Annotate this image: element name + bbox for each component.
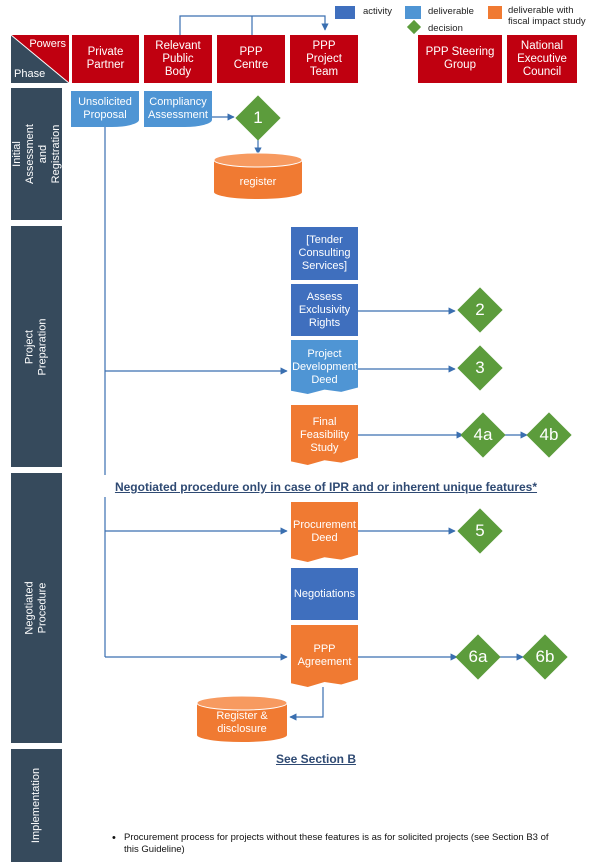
- register-disclosure-label: Register & disclosure: [216, 710, 268, 735]
- phase-negotiated-procedure-label: Negotiated Procedure: [23, 581, 49, 635]
- decision-3-label: 3: [475, 358, 485, 377]
- footnote-text: Procurement process for projects without…: [124, 832, 549, 855]
- see-section-b-note: See Section B: [275, 752, 357, 766]
- actor-ppp-steering-group: PPP Steering Group: [418, 35, 502, 83]
- corner-powers-label: Powers: [29, 38, 66, 50]
- actor-national-executive-council: National Executive Council: [507, 35, 577, 83]
- legend-activity-swatch: [335, 6, 355, 19]
- register-disclosure-database: [196, 695, 288, 742]
- decision-6a-label: 6a: [468, 647, 488, 666]
- phase-project-preparation-label: Project Preparation: [23, 318, 49, 375]
- footnote-bullet: •: [112, 832, 116, 844]
- unsolicited-proposal-deliverable: Unsolicited Proposal: [71, 91, 139, 127]
- actor-ppp-centre: PPP Centre: [217, 35, 285, 83]
- phase-implementation-label: Implementation: [30, 767, 42, 844]
- phase-project-preparation: Project Preparation: [11, 226, 62, 467]
- actor-relevant-public-body: Relevant Public Body: [144, 35, 212, 83]
- corner-diagonal: [11, 35, 69, 83]
- register-database: [213, 152, 303, 199]
- assess-exclusivity-rights-activity: Assess Exclusivity Rights: [291, 284, 358, 336]
- phase-negotiated-procedure: Negotiated Procedure: [11, 473, 62, 743]
- legend-fiscal-swatch: [488, 6, 502, 19]
- tender-consulting-services-activity: [Tender Consulting Services]: [291, 227, 358, 280]
- powers-phase-corner: Powers Phase: [11, 35, 69, 83]
- legend-deliverable-swatch: [405, 6, 421, 19]
- legend-fiscal-label: deliverable with fiscal impact study: [508, 5, 586, 27]
- project-development-deed-deliverable: Project Development Deed: [291, 340, 358, 394]
- legend-deliverable-label: deliverable: [428, 6, 474, 17]
- legend-decision-label: decision: [428, 23, 463, 34]
- decision-4b-label: 4b: [539, 425, 559, 444]
- phase-implementation: Implementation: [11, 749, 62, 862]
- decision-4a-label: 4a: [473, 425, 493, 444]
- phase-initial-assessment: Initial Assessment and Registration: [11, 88, 62, 220]
- negotiated-procedure-note: Negotiated procedure only in case of IPR…: [114, 480, 538, 494]
- final-feasibility-study-deliverable: Final Feasibility Study: [291, 405, 358, 465]
- register-label: register: [239, 175, 277, 188]
- decision-5-label: 5: [475, 521, 485, 540]
- decision-2-label: 2: [475, 300, 485, 319]
- corner-phase-label: Phase: [14, 68, 46, 80]
- legend-activity-label: activity: [363, 6, 393, 17]
- actor-ppp-project-team: PPP Project Team: [290, 35, 358, 83]
- procurement-deed-deliverable: Procurement Deed: [291, 502, 358, 562]
- compliancy-assessment-deliverable: Compliancy Assessment: [144, 91, 212, 127]
- negotiations-activity: Negotiations: [291, 568, 358, 620]
- decision-6b-label: 6b: [535, 647, 555, 666]
- actor-private-partner: Private Partner: [72, 35, 139, 83]
- ppp-agreement-deliverable: PPP Agreement: [291, 625, 358, 687]
- phase-initial-assessment-label: Initial Assessment and Registration: [10, 124, 62, 184]
- decision-1-label: 1: [253, 108, 263, 127]
